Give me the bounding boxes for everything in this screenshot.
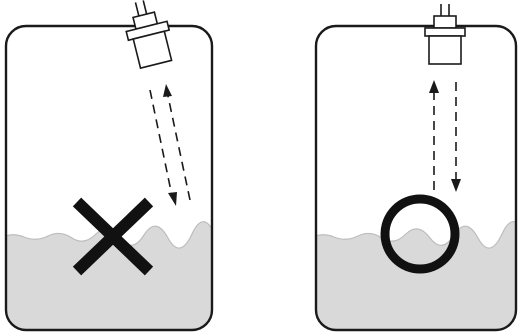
tank-right (314, 24, 518, 332)
echo-arrows-right (429, 80, 461, 192)
panel-incorrect (4, 0, 214, 332)
echo-arrows-left (149, 84, 191, 206)
tilted-sensor (125, 0, 173, 70)
tank-left (4, 24, 214, 332)
circle-mark-icon (380, 194, 460, 274)
vertical-sensor (424, 4, 466, 65)
panel-correct (314, 4, 518, 332)
cross-mark-icon (72, 197, 154, 276)
liquid-right (316, 221, 516, 330)
